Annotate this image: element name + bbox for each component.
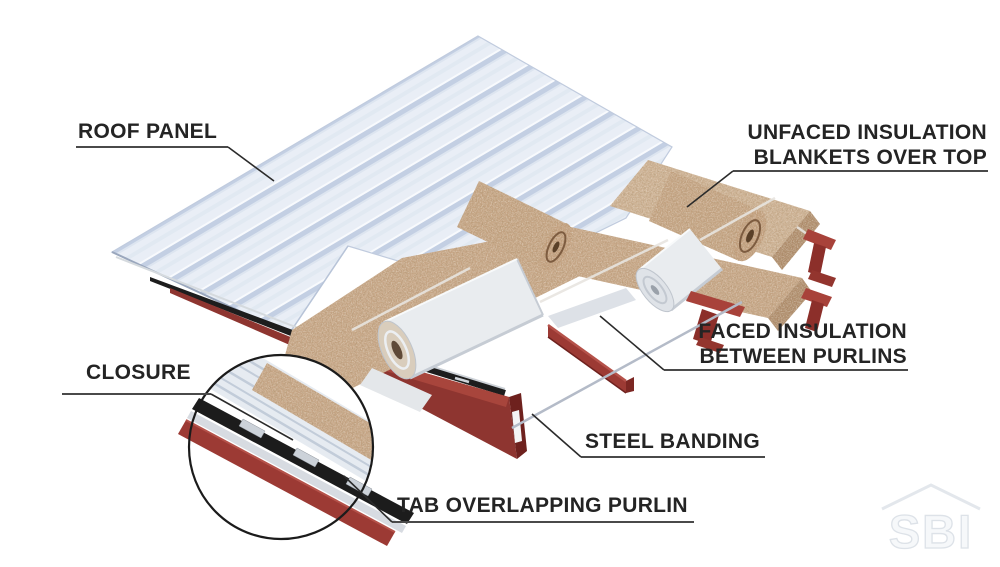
label-unfaced-line1: UNFACED INSULATION — [747, 121, 987, 144]
closure-detail-magnifier — [178, 353, 414, 546]
steel-banding-line — [511, 300, 743, 430]
magnified-silver-band — [187, 411, 406, 533]
sbi-roofline-icon — [881, 483, 981, 511]
purlin-right-upper — [803, 229, 836, 287]
label-underlines — [62, 146, 988, 523]
sbi-watermark: SBI — [881, 483, 981, 559]
purlin-bottom — [547, 323, 634, 394]
label-faced-line1: FACED INSULATION — [698, 320, 907, 343]
faced-roll-right — [635, 228, 723, 313]
roll-spirals — [545, 219, 762, 263]
label-unfaced-line2: BLANKETS OVER TOP — [753, 146, 987, 169]
label-steel-banding: STEEL BANDING — [585, 430, 761, 453]
magnified-eave-strut — [178, 420, 395, 546]
label-unfaced-insulation: UNFACED INSULATION BLANKETS OVER TOP — [747, 120, 987, 170]
purlin-right-lower — [801, 288, 832, 332]
label-faced-insulation: FACED INSULATION BETWEEN PURLINS — [698, 319, 907, 369]
facing-strip — [548, 288, 636, 328]
faced-insulation-rolls — [360, 228, 723, 412]
sbi-logo-text: SBI — [889, 505, 973, 558]
faced-roll-left — [377, 258, 544, 380]
magnifier-outline — [187, 353, 375, 541]
label-closure: CLOSURE — [86, 361, 191, 384]
label-roof-panel: ROOF PANEL — [78, 120, 218, 143]
label-faced-line2: BETWEEN PURLINS — [699, 345, 907, 368]
leader-lines — [210, 146, 734, 523]
label-tab-overlapping-purlin: TAB OVERLAPPING PURLIN — [397, 494, 688, 517]
